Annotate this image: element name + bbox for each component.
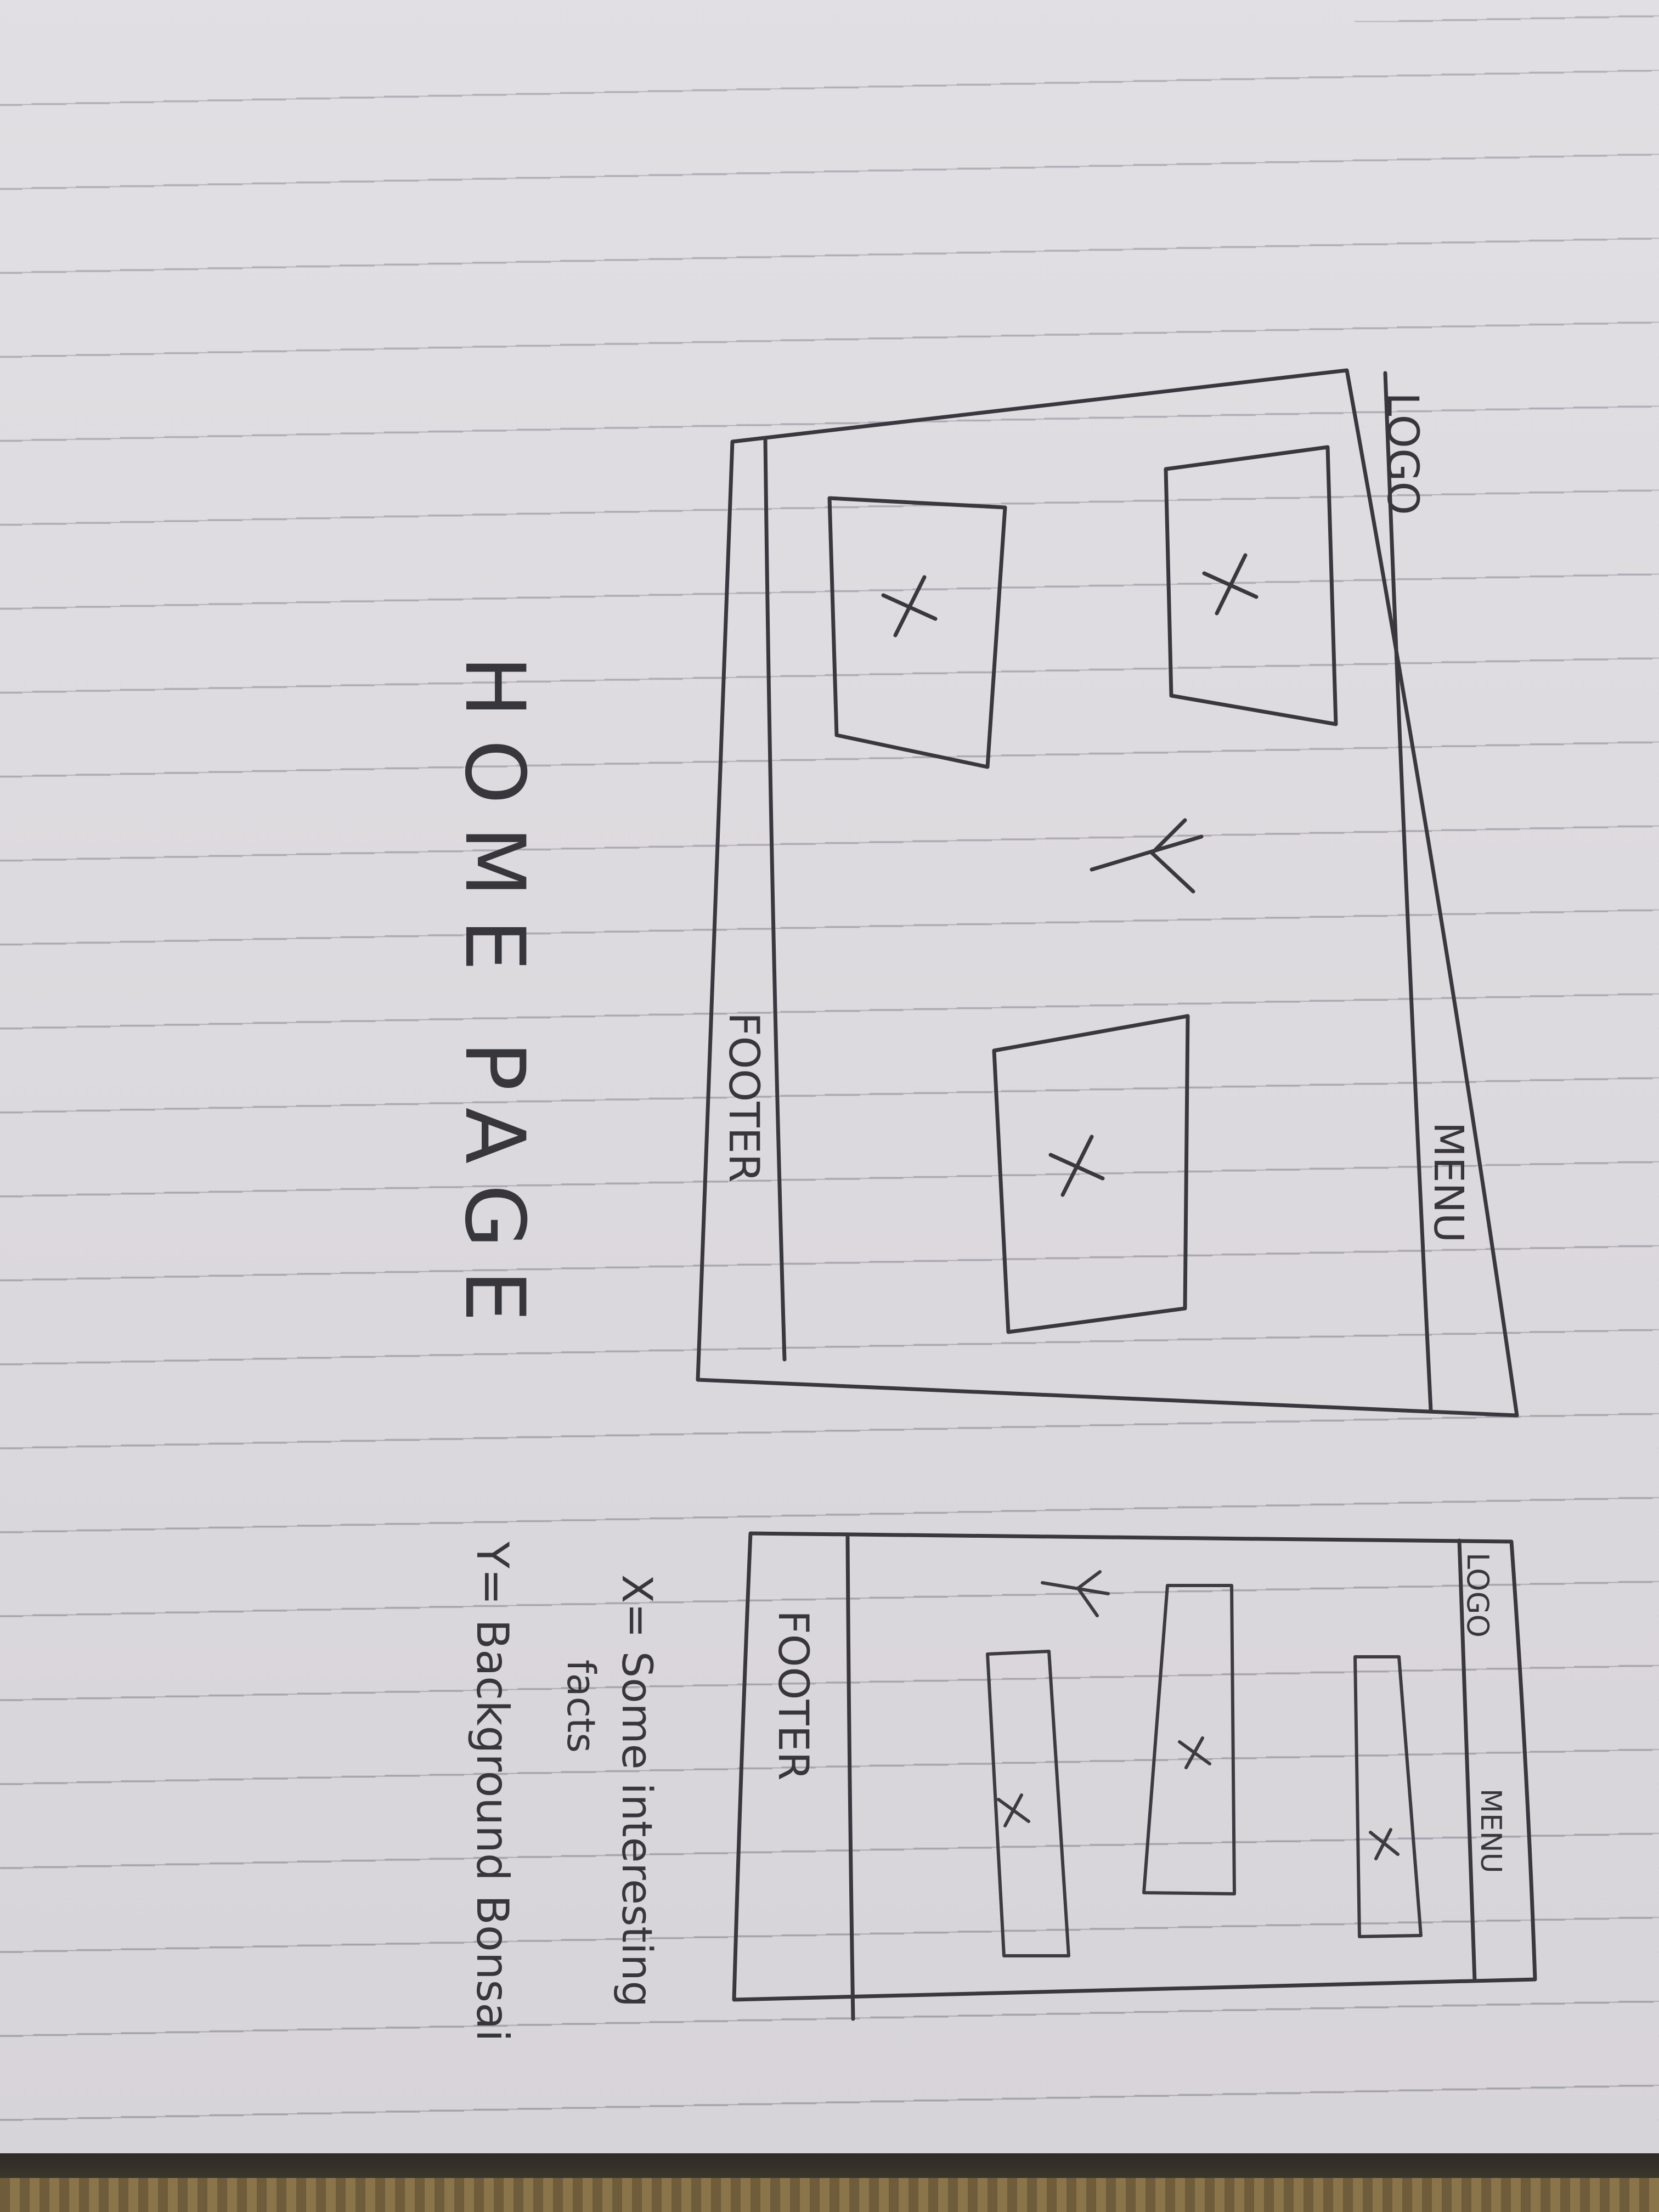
y-marker (1041, 1570, 1110, 1617)
mobile-outer-frame (732, 1531, 1537, 2002)
desktop-outer-frame (696, 368, 1519, 1418)
x-marker (1202, 553, 1259, 616)
desktop-menu-label: MENU (1425, 1122, 1472, 1243)
mobile-footer-divider (845, 1535, 855, 2021)
mobile-menu-label: MENU (1474, 1788, 1507, 1874)
page-edge (0, 2153, 1659, 2178)
mobile-footer-label: FOOTER (769, 1610, 818, 1781)
legend-x-line-1: X= Some interesting (613, 1575, 662, 2007)
x-marker (997, 1793, 1030, 1827)
mobile-fact-box-1 (1353, 1655, 1423, 1938)
desktop-fact-box-3 (992, 1014, 1190, 1334)
desktop-footer-divider (763, 437, 787, 1362)
desktop-footer-label: FOOTER (720, 1012, 769, 1183)
desktop-fact-box-2 (827, 496, 1007, 769)
x-marker (881, 575, 938, 637)
x-marker (1369, 1828, 1400, 1860)
mobile-wireframe (732, 1531, 1537, 2021)
x-marker (1048, 1135, 1105, 1197)
desktop-logo-label: LOGO (1378, 392, 1427, 515)
mobile-fact-box-3 (986, 1650, 1070, 1957)
x-marker (1178, 1736, 1211, 1769)
y-marker (1090, 818, 1204, 894)
desktop-fact-box-1 (1164, 445, 1338, 726)
desktop-wireframe (696, 368, 1519, 1418)
notebook-page (0, 0, 1659, 2153)
desk-surface (0, 2178, 1659, 2212)
mobile-logo-label: LOGO (1460, 1553, 1495, 1638)
mobile-fact-box-2 (1142, 1584, 1236, 1895)
mobile-header-divider (1457, 1538, 1477, 1983)
page-title: HOME PAGE (447, 656, 542, 1344)
legend-x-line-2: facts (558, 1660, 603, 1753)
legend-y-line: Y= Background Bonsai (467, 1541, 518, 2041)
desktop-header-divider (1383, 371, 1433, 1412)
